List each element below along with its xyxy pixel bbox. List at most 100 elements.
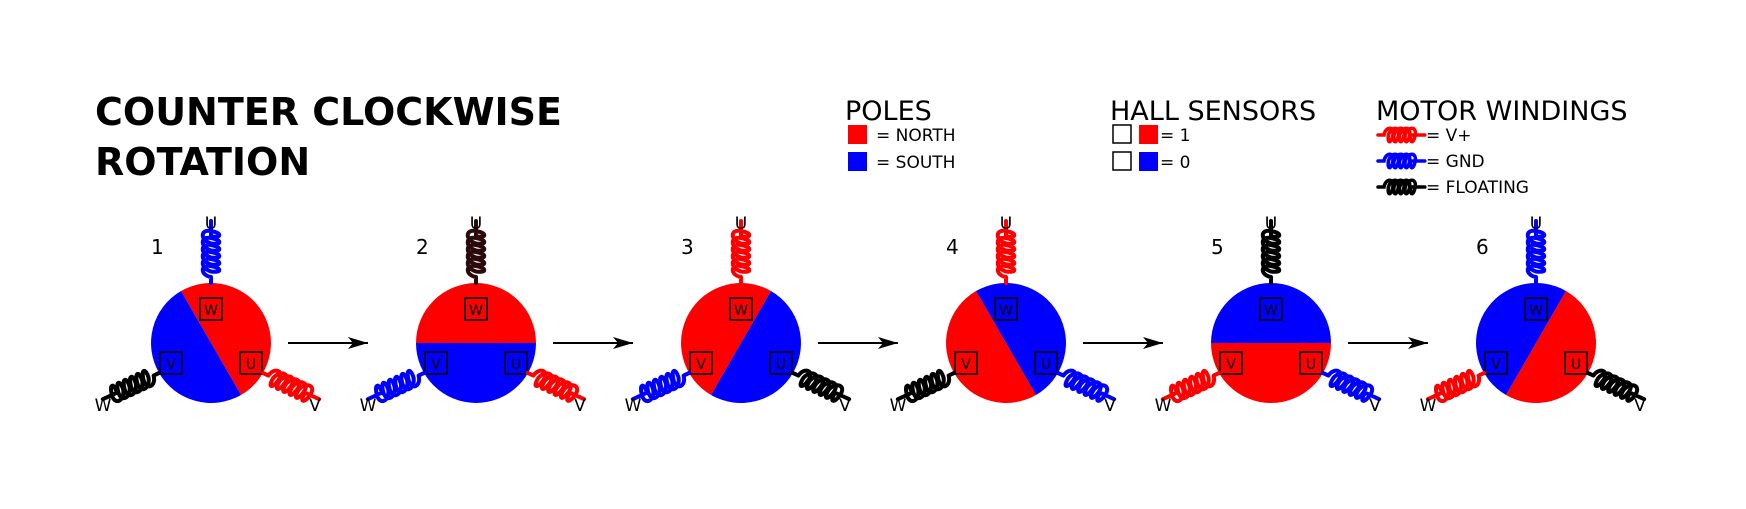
hall-sensor-v	[954, 351, 978, 375]
v-coil-winding	[260, 368, 322, 403]
north-label: = NORTH	[876, 126, 956, 146]
w-coil-winding	[100, 368, 162, 404]
hall-sensor-label-w: W	[734, 303, 748, 319]
hall-outline-swatch-1	[1112, 124, 1132, 144]
hall-zero-swatch	[1139, 152, 1158, 171]
hall-sensor-v	[159, 351, 183, 375]
hall-sensor-w	[1259, 297, 1283, 321]
floating-coil-icon	[1376, 178, 1427, 196]
phase-label-u: U	[205, 214, 217, 234]
hall-sensor-w	[729, 297, 753, 321]
phase-label-w: W	[890, 396, 907, 416]
step-number: 3	[681, 235, 694, 259]
hall-zero-label: = 0	[1160, 153, 1190, 173]
phase-label-v: V	[1104, 396, 1116, 416]
hall-sensor-label-w: W	[1264, 303, 1278, 319]
phase-label-u: U	[1530, 214, 1542, 234]
w-coil	[630, 368, 692, 404]
hall-sensor-label-v: V	[1226, 357, 1236, 373]
u-coil-winding	[1260, 219, 1282, 285]
gnd-coil-icon	[1376, 152, 1427, 170]
u-coil-winding	[995, 219, 1017, 285]
u-coil	[465, 219, 487, 285]
title-line-2: ROTATION	[95, 140, 310, 184]
hall-sensor-label-w: W	[469, 303, 483, 319]
v-coil	[1585, 368, 1647, 403]
phase-label-v: V	[574, 396, 586, 416]
step-number: 4	[946, 235, 959, 259]
phase-label-w: W	[1155, 396, 1172, 416]
u-coil	[1260, 219, 1282, 285]
hall-sensor-u	[769, 351, 793, 375]
hall-sensor-label-v: V	[431, 357, 441, 373]
v-coil-winding	[790, 368, 852, 403]
legend-poles-heading: POLES	[845, 96, 932, 127]
hall-sensor-label-u: U	[246, 357, 256, 373]
hall-sensor-w	[994, 297, 1018, 321]
v-coil-winding	[1320, 368, 1382, 403]
u-coil-winding	[730, 219, 752, 285]
u-coil	[995, 219, 1017, 285]
v-coil-winding	[525, 368, 587, 403]
hall-sensor-label-u: U	[776, 357, 786, 373]
hall-sensor-u	[504, 351, 528, 375]
hall-one-swatch	[1139, 125, 1158, 144]
rotor-south-half	[151, 291, 241, 403]
phase-label-v: V	[1369, 396, 1381, 416]
legend-hall-sensors: HALL SENSORS = 1 = 0	[1110, 96, 1316, 173]
rotor-south-half	[711, 291, 801, 403]
phase-label-v: V	[839, 396, 851, 416]
w-coil	[895, 368, 957, 404]
hall-sensor-v	[424, 351, 448, 375]
w-coil-winding	[365, 368, 427, 404]
title-line-1: COUNTER CLOCKWISE	[95, 90, 562, 134]
hall-sensor-w	[1524, 297, 1548, 321]
v-coil	[790, 368, 852, 403]
v-coil-winding	[1585, 368, 1647, 403]
hall-sensor-label-u: U	[1306, 357, 1316, 373]
hall-sensor-label-v: V	[1491, 357, 1501, 373]
u-coil	[1525, 219, 1547, 285]
hall-sensor-v	[689, 351, 713, 375]
legend-coil-float-path	[1376, 178, 1427, 196]
gnd-label: = GND	[1426, 152, 1485, 172]
w-coil-winding	[1425, 368, 1487, 404]
phase-label-w: W	[1420, 396, 1437, 416]
hall-sensor-label-w: W	[1529, 303, 1543, 319]
legend-motor-windings: MOTOR WINDINGS = V+ = GND = FLOATING	[1376, 96, 1628, 198]
legend-hall-heading: HALL SENSORS	[1110, 96, 1316, 127]
phase-label-u: U	[470, 214, 482, 234]
w-coil	[365, 368, 427, 404]
phase-label-w: W	[95, 396, 112, 416]
legend-poles: POLES = NORTH = SOUTH	[845, 96, 956, 173]
hall-sensor-u	[1299, 351, 1323, 375]
hall-sensor-label-v: V	[166, 357, 176, 373]
rotor-north-half	[416, 283, 536, 343]
hall-sensor-u	[1034, 351, 1058, 375]
hall-sensor-u	[239, 351, 263, 375]
floating-label: = FLOATING	[1426, 178, 1529, 198]
v-coil	[260, 368, 322, 403]
u-coil	[730, 219, 752, 285]
vplus-label: = V+	[1426, 126, 1472, 146]
v-coil-winding	[1055, 368, 1117, 403]
rotor-south-half	[976, 283, 1066, 395]
rotor-south-half	[1211, 283, 1331, 343]
v-coil	[1320, 368, 1382, 403]
phase-label-u: U	[1000, 214, 1012, 234]
legend-coil-vplus-path	[1376, 126, 1427, 144]
step-number: 1	[151, 235, 164, 259]
phase-label-v: V	[1634, 396, 1646, 416]
u-coil-winding	[465, 219, 487, 285]
hall-sensor-v	[1484, 351, 1508, 375]
rotor-south-half	[1476, 283, 1566, 395]
hall-sensor-label-u: U	[511, 357, 521, 373]
hall-outline-swatch-0	[1112, 151, 1132, 171]
